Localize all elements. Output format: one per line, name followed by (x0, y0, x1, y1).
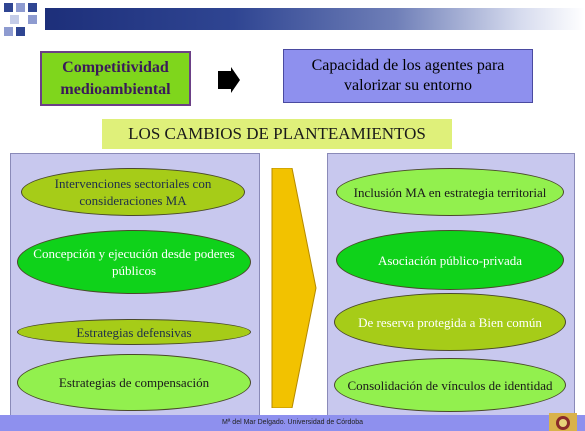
university-seal-icon (549, 413, 577, 431)
footer: Mª del Mar Delgado. Universidad de Córdo… (0, 415, 585, 431)
competitividad-label: Competitividad medioambiental (60, 58, 171, 98)
right-item-label: Consolidación de vínculos de identidad (347, 377, 553, 393)
left-panel: Intervenciones sectoriales con considera… (10, 153, 260, 416)
left-item-label: Intervenciones sectoriales con considera… (54, 176, 212, 208)
header-squares-icon (0, 0, 50, 40)
right-item-label: De reserva protegida a Bien común (358, 314, 542, 330)
right-item-asociacion: Asociación público-privada (336, 230, 564, 290)
left-item-concepcion: Concepción y ejecución desde poderes púb… (17, 230, 251, 294)
right-item-label: Asociación público-privada (377, 252, 523, 268)
right-item-inclusion: Inclusión MA en estrategia territorial (336, 168, 564, 216)
left-item-label: Estrategias de compensación (58, 375, 210, 390)
left-item-intervenciones: Intervenciones sectoriales con considera… (21, 168, 245, 216)
arrow-right-icon (218, 67, 240, 93)
left-item-label: Estrategias defensivas (76, 324, 192, 340)
right-item-consolidacion: Consolidación de vínculos de identidad (334, 358, 566, 412)
right-item-label: Inclusión MA en estrategia territorial (353, 184, 547, 200)
right-item-reserva: De reserva protegida a Bien común (334, 293, 566, 351)
left-item-estrategias-compensacion: Estrategias de compensación (17, 354, 251, 411)
competitividad-box: Competitividad medioambiental (40, 51, 191, 106)
left-item-estrategias-defensivas: Estrategias defensivas (17, 319, 251, 345)
header-bar (45, 8, 585, 30)
big-arrow-right-icon (271, 168, 317, 408)
section-title: LOS CAMBIOS DE PLANTEAMIENTOS (102, 119, 452, 149)
left-item-label: Concepción y ejecución desde poderes púb… (33, 246, 235, 278)
capacidad-label: Capacidad de los agentes para valorizar … (311, 57, 505, 94)
capacidad-box: Capacidad de los agentes para valorizar … (283, 49, 533, 103)
right-panel: Inclusión MA en estrategia territorial A… (327, 153, 575, 416)
footer-text: Mª del Mar Delgado. Universidad de Córdo… (221, 419, 364, 426)
